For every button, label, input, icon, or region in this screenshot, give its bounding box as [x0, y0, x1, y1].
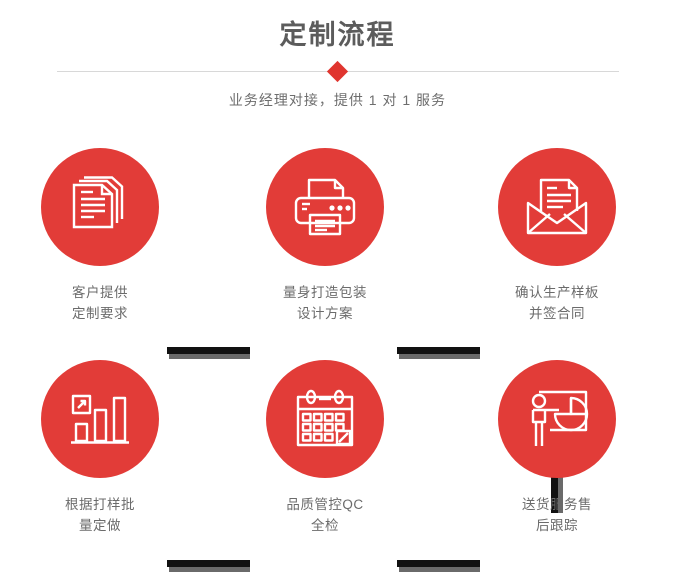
step-4-icon-circle	[41, 360, 159, 478]
connector-shadow	[169, 567, 250, 572]
diamond-marker-icon	[326, 60, 349, 82]
connector-bar	[397, 560, 480, 567]
step-1-icon-circle	[41, 148, 159, 266]
connector-bar	[397, 347, 480, 354]
connector-shadow	[169, 354, 250, 359]
step-4-label: 根据打样批 量定做	[65, 497, 135, 533]
connector-shadow	[558, 477, 563, 513]
step-6-icon-circle	[498, 360, 616, 478]
step-5-icon-circle	[266, 360, 384, 478]
calendar-check-icon	[296, 389, 354, 447]
process-step-6[interactable]: 送货服务售 后跟踪	[467, 360, 647, 536]
step-5-label: 品质管控QC 全检	[286, 497, 364, 533]
process-step-4[interactable]: 根据打样批 量定做	[10, 360, 190, 536]
title-divider	[57, 60, 619, 82]
documents-stack-icon	[72, 176, 124, 229]
process-step-3[interactable]: 确认生产样板 并签合同	[467, 148, 647, 324]
process-step-2[interactable]: 量身打造包装 设计方案	[235, 148, 415, 324]
connector-step5-step6	[397, 560, 480, 572]
page-subtitle: 业务经理对接，提供 1 对 1 服务	[228, 92, 447, 108]
process-step-5[interactable]: 品质管控QC 全检	[235, 360, 415, 536]
step-1-label: 客户提供 定制要求	[72, 285, 128, 321]
connector-shadow	[399, 354, 480, 359]
process-step-1[interactable]: 客户提供 定制要求	[10, 148, 190, 324]
step-2-icon-circle	[266, 148, 384, 266]
page-header: 定制流程 业务经理对接，提供 1 对 1 服务	[0, 0, 675, 130]
bar-chart-growth-icon	[71, 394, 129, 444]
connector-step1-step2	[167, 347, 250, 359]
step-3-icon-circle	[498, 148, 616, 266]
process-steps: 客户提供 定制要求	[0, 140, 675, 572]
connector-step2-step3	[397, 347, 480, 359]
connector-bar	[167, 560, 250, 567]
connector-step3-step6	[551, 475, 563, 513]
step-2-label: 量身打造包装 设计方案	[283, 285, 367, 321]
envelope-letter-icon	[526, 178, 588, 235]
connector-step4-step5	[167, 560, 250, 572]
page-title: 定制流程	[279, 20, 396, 50]
connector-bar	[167, 347, 250, 354]
printer-icon	[294, 178, 356, 236]
step-3-label: 确认生产样板 并签合同	[515, 285, 599, 321]
step-6-label: 送货服务售 后跟踪	[522, 497, 592, 533]
connector-shadow	[399, 567, 480, 572]
connector-bar	[551, 475, 558, 513]
presenter-chart-icon	[531, 390, 589, 446]
